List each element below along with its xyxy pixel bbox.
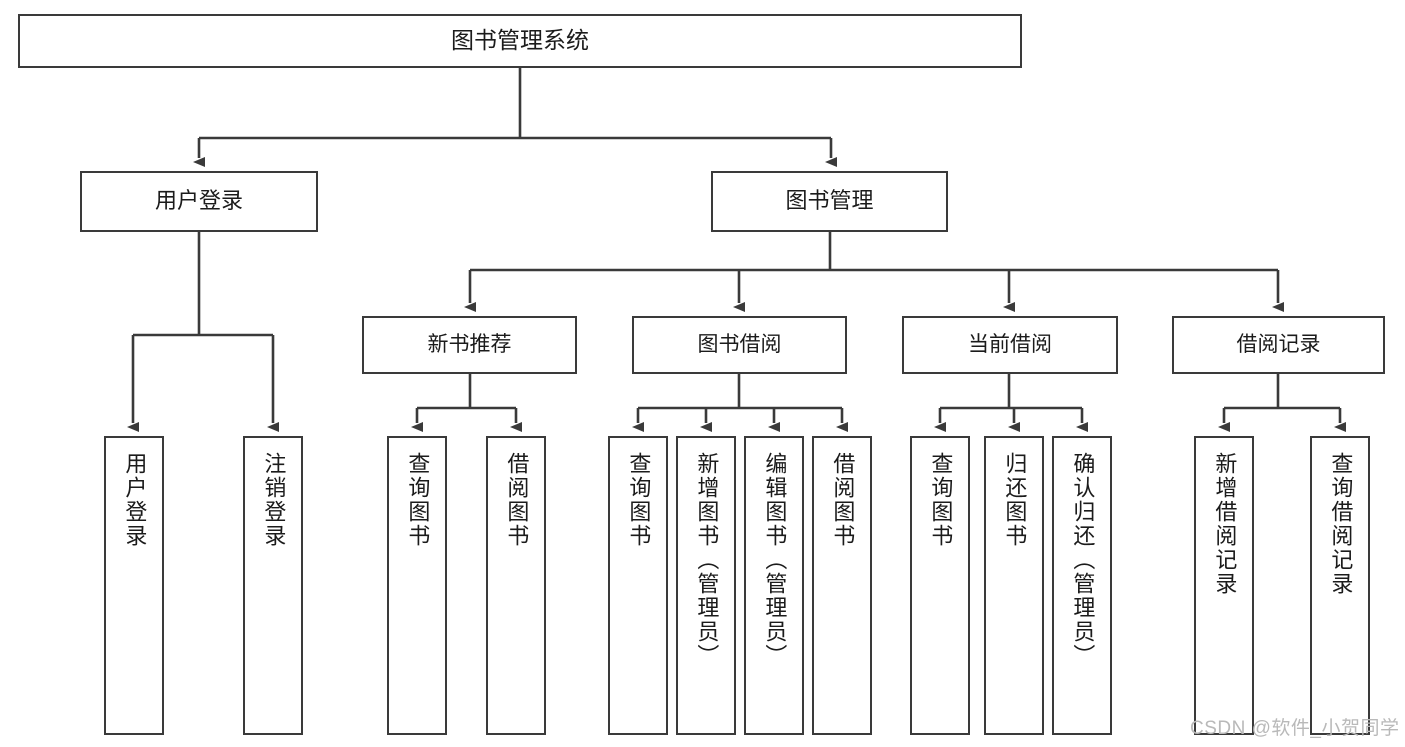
leaf-user-login[interactable]: 用户登录 — [104, 436, 164, 735]
leaf-query-book-recommend[interactable]: 查询图书 — [387, 436, 447, 735]
node-current-borrow[interactable]: 当前借阅 — [902, 316, 1118, 374]
node-book-management[interactable]: 图书管理 — [711, 171, 948, 232]
node-label: 查询图书 — [928, 452, 954, 548]
node-label: 归还图书 — [1002, 452, 1028, 548]
node-label: 图书管理系统 — [451, 27, 589, 54]
leaf-query-borrow-record[interactable]: 查询借阅记录 — [1310, 436, 1370, 735]
node-user-login[interactable]: 用户登录 — [80, 171, 318, 232]
leaf-user-logout[interactable]: 注销登录 — [243, 436, 303, 735]
node-label: 用户登录 — [154, 188, 243, 214]
node-new-book-recommend[interactable]: 新书推荐 — [362, 316, 577, 374]
leaf-borrow-book-recommend[interactable]: 借阅图书 — [486, 436, 546, 735]
node-label: 用户登录 — [122, 452, 148, 548]
node-label: 图书借阅 — [697, 333, 782, 357]
leaf-query-book-current[interactable]: 查询图书 — [910, 436, 970, 735]
leaf-return-book[interactable]: 归还图书 — [984, 436, 1044, 735]
node-label: 借阅记录 — [1236, 333, 1321, 357]
node-label: 新增借阅记录 — [1212, 452, 1238, 596]
node-label: 确认归还（管理员） — [1070, 452, 1096, 668]
node-root-system[interactable]: 图书管理系统 — [18, 14, 1022, 68]
node-borrow-records[interactable]: 借阅记录 — [1172, 316, 1385, 374]
node-label: 图书管理 — [785, 188, 874, 214]
leaf-borrow-book[interactable]: 借阅图书 — [812, 436, 872, 735]
leaf-edit-book-admin[interactable]: 编辑图书（管理员） — [744, 436, 804, 735]
node-label: 当前借阅 — [968, 333, 1052, 357]
node-label: 编辑图书（管理员） — [762, 452, 788, 668]
node-label: 新书推荐 — [427, 333, 512, 357]
node-label: 借阅图书 — [504, 452, 530, 548]
leaf-confirm-return-admin[interactable]: 确认归还（管理员） — [1052, 436, 1112, 735]
node-book-borrow[interactable]: 图书借阅 — [632, 316, 847, 374]
node-label: 借阅图书 — [830, 452, 856, 548]
node-label: 新增图书（管理员） — [694, 452, 720, 668]
node-label: 查询图书 — [405, 452, 431, 548]
leaf-query-book-borrow[interactable]: 查询图书 — [608, 436, 668, 735]
node-label: 注销登录 — [261, 452, 287, 548]
node-label: 查询图书 — [626, 452, 652, 548]
csdn-watermark: CSDN @软件_小贺同学 — [1190, 718, 1400, 739]
leaf-add-book-admin[interactable]: 新增图书（管理员） — [676, 436, 736, 735]
leaf-add-borrow-record[interactable]: 新增借阅记录 — [1194, 436, 1254, 735]
node-label: 查询借阅记录 — [1328, 452, 1354, 596]
